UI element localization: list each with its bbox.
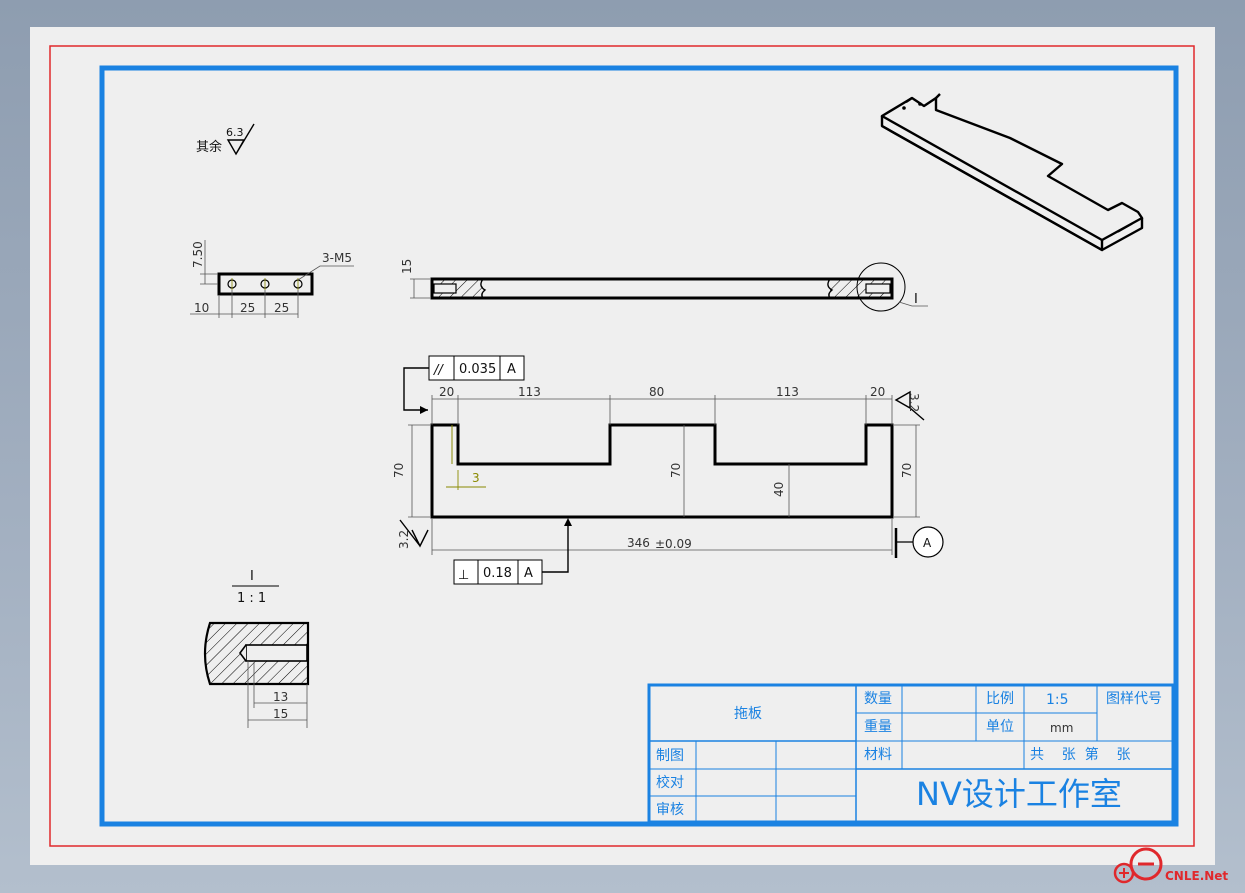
end-dim-10: 10 [194, 301, 209, 315]
end-dim-25a: 25 [240, 301, 255, 315]
scale-label: 比例 [986, 691, 1014, 707]
checked-label: 校对 [656, 774, 684, 791]
front-overall-length: 346 [627, 536, 650, 550]
approved-label: 审核 [656, 802, 684, 818]
parallel-value: 0.035 [459, 362, 496, 377]
front-view: 20 113 80 113 20 70 70 40 70 3 346 ±0.09… [392, 355, 944, 585]
parallel-symbol: // [433, 363, 444, 378]
paper [30, 27, 1215, 865]
perpendicularity-frame: ⊥ 0.18 A [453, 518, 572, 585]
detail-view: I 1 : 1 13 15 [203, 569, 310, 728]
front-tolerance: ±0.09 [655, 537, 692, 551]
scale-value: 1:5 [1046, 692, 1069, 708]
outer-border [49, 45, 1195, 847]
front-dim-80: 80 [649, 385, 664, 399]
part-name: 拖板 [734, 706, 762, 722]
roughness-note: 其余 6.3 [196, 123, 255, 156]
front-height-left: 70 [392, 463, 406, 478]
end-height-dim: 7.50 [191, 241, 205, 268]
inner-border [99, 65, 1179, 827]
top-view: 15 I [400, 259, 928, 312]
front-dim-113b: 113 [776, 385, 799, 399]
datum-a: A [894, 526, 944, 558]
detail-marker: I [914, 292, 918, 307]
front-height-mid: 70 [669, 463, 683, 478]
sheets-text: 共 张 第 张 [1030, 746, 1131, 763]
studio-name: NV设计工作室 [916, 775, 1122, 813]
detail-scale: 1 : 1 [237, 591, 266, 606]
unit-value: mm [1050, 721, 1073, 735]
roughness-value: 6.3 [226, 126, 244, 139]
watermark-text: CNLE.Net [1165, 869, 1228, 883]
perp-value: 0.18 [483, 566, 512, 581]
qty-label: 数量 [864, 691, 892, 707]
detail-dim-15: 15 [273, 707, 288, 721]
datum-label: A [923, 536, 932, 550]
end-view: 3-M5 7.50 10 25 25 [190, 240, 354, 318]
weight-label: 重量 [864, 719, 892, 735]
parallelism-frame: // 0.035 A [403, 355, 525, 414]
watermark: CNLE.Net [1113, 847, 1228, 884]
perp-datum: A [524, 566, 533, 581]
front-small-dim: 3 [472, 471, 480, 485]
detail-circle [856, 262, 906, 312]
roughness-note-label: 其余 [196, 139, 222, 155]
roughness-symbol [226, 123, 255, 156]
thread-note: 3-M5 [322, 251, 352, 265]
roughness-left: 3.2 [397, 530, 411, 549]
title-block [647, 683, 1175, 824]
top-thickness-dim: 15 [400, 259, 414, 274]
isometric-view [880, 93, 1144, 252]
end-dim-25b: 25 [274, 301, 289, 315]
perp-symbol: ⊥ [458, 568, 469, 583]
unit-label: 单位 [986, 719, 1014, 735]
detail-title: I [250, 569, 254, 584]
drawn-label: 制图 [656, 748, 684, 764]
front-slot-depth: 40 [772, 482, 786, 497]
front-dim-113a: 113 [518, 385, 541, 399]
parallel-datum: A [507, 362, 516, 377]
detail-dim-13: 13 [273, 690, 288, 704]
material-label: 材料 [864, 747, 892, 763]
front-height-right: 70 [900, 463, 914, 478]
front-dim-20a: 20 [439, 385, 454, 399]
front-dim-20b: 20 [870, 385, 885, 399]
drawing-no-label: 图样代号 [1106, 691, 1162, 707]
roughness-top: 3.2 [907, 393, 921, 412]
